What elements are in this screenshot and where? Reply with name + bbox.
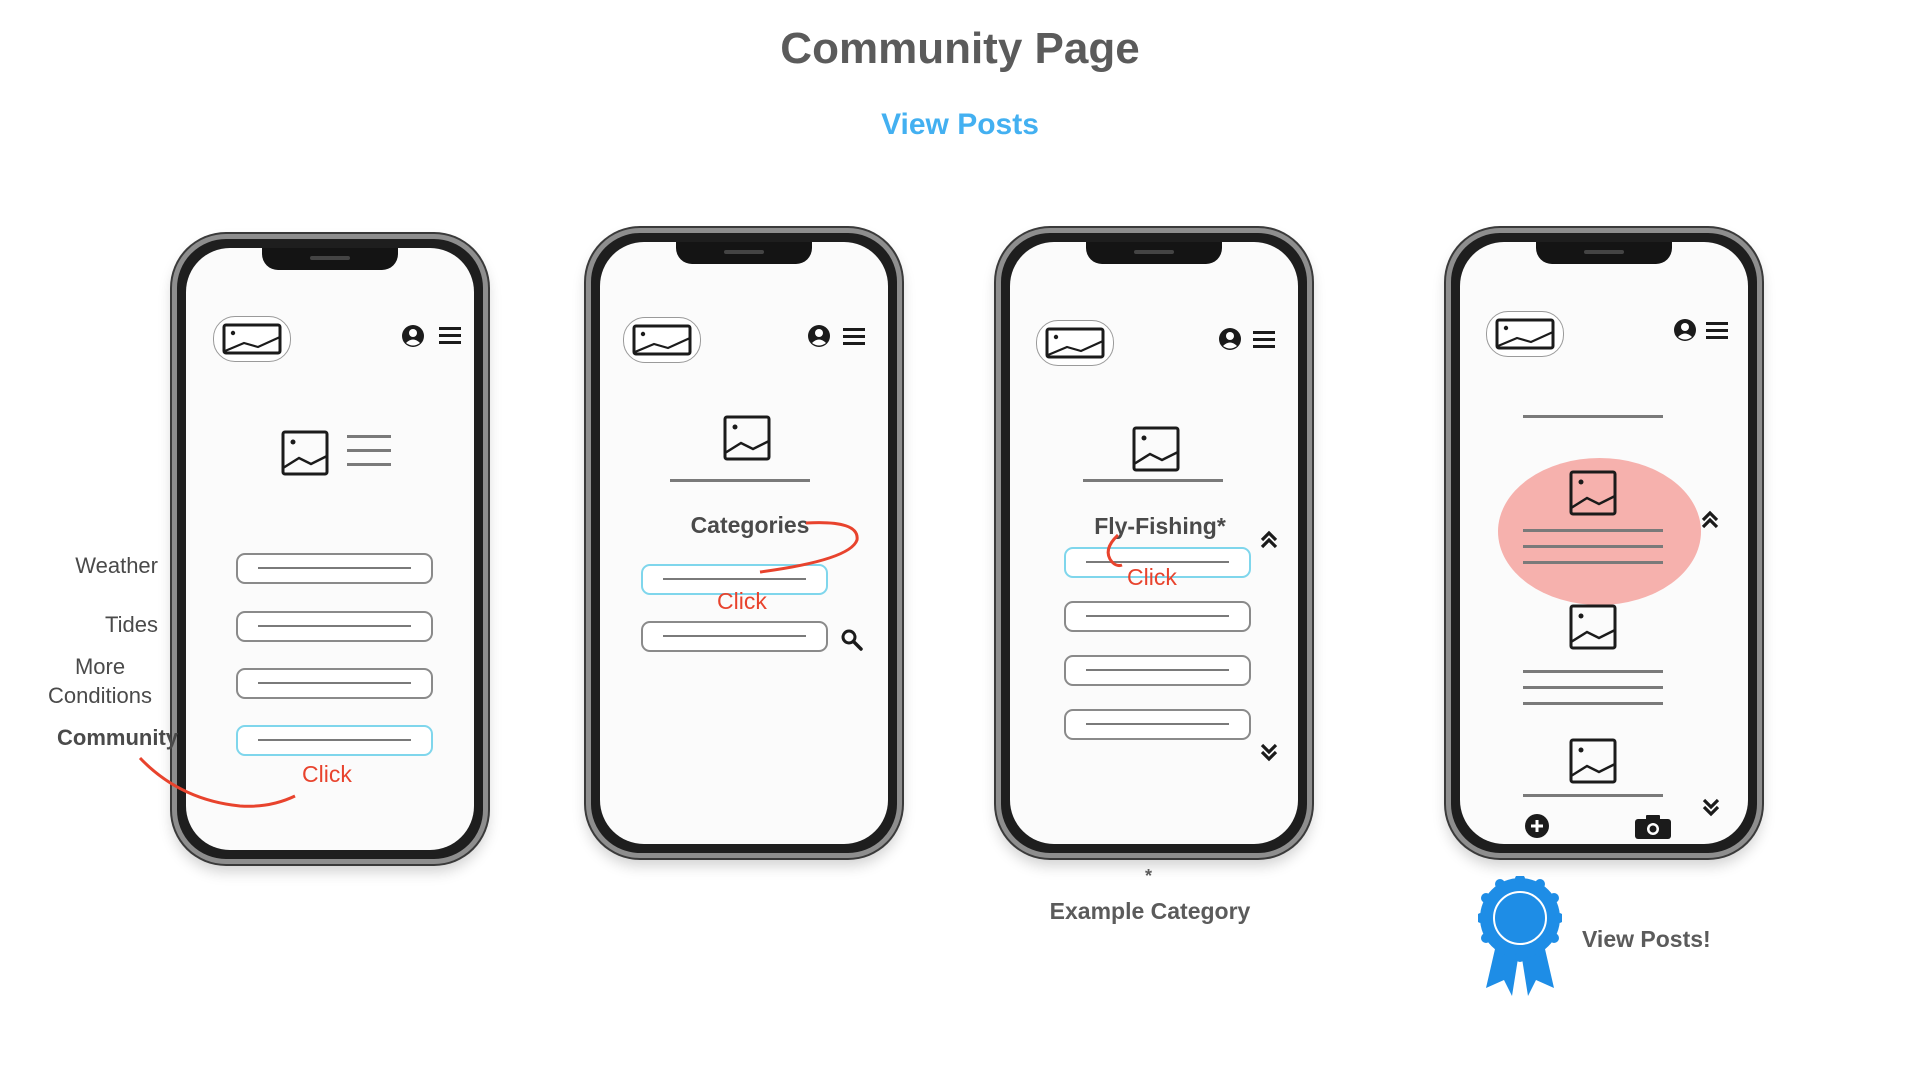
click-annotation: Click	[717, 588, 767, 614]
divider-line	[670, 479, 810, 482]
logo-image-icon[interactable]	[623, 317, 701, 363]
page-subtitle: View Posts	[881, 108, 1039, 141]
community-button[interactable]	[236, 725, 433, 756]
post-item[interactable]	[1064, 709, 1251, 740]
asterisk-note: *	[1145, 866, 1153, 886]
logo-image-icon[interactable]	[1486, 311, 1564, 357]
text-line	[1523, 529, 1663, 532]
text-line	[1523, 702, 1663, 705]
text-line	[1523, 670, 1663, 673]
text-line	[1523, 561, 1663, 564]
post-item[interactable]	[1064, 547, 1251, 578]
phone-categories: Categories	[586, 228, 902, 858]
chevron-double-up-icon[interactable]	[1700, 510, 1720, 530]
camera-icon[interactable]	[1634, 814, 1672, 840]
phone-home	[172, 234, 488, 864]
label-more-conditions: More Conditions	[48, 654, 152, 708]
account-icon[interactable]	[1673, 318, 1697, 342]
category-heading: Fly-Fishing*	[1094, 513, 1226, 539]
image-icon	[1569, 470, 1617, 516]
phone-notch	[1086, 242, 1222, 264]
more-conditions-button[interactable]	[236, 668, 433, 699]
text-line	[347, 449, 391, 452]
weather-button[interactable]	[236, 553, 433, 584]
label-community: Community	[57, 725, 178, 750]
phone-notch	[676, 242, 812, 264]
phone-home-screen	[186, 248, 474, 850]
hamburger-menu-icon[interactable]	[843, 328, 865, 346]
phone-posts-screen	[1460, 242, 1748, 844]
phone-category-screen: Fly-Fishing*	[1010, 242, 1298, 844]
logo-image-icon[interactable]	[1036, 320, 1114, 366]
tides-button[interactable]	[236, 611, 433, 642]
divider-line	[1523, 415, 1663, 418]
hamburger-menu-icon[interactable]	[1253, 331, 1275, 349]
category-item[interactable]	[641, 564, 828, 595]
logo-image-icon[interactable]	[213, 316, 291, 362]
phone-category: Fly-Fishing*	[996, 228, 1312, 858]
divider-line	[1523, 794, 1663, 797]
post-item[interactable]	[1064, 601, 1251, 632]
view-posts-caption: View Posts!	[1582, 926, 1711, 952]
chevron-double-down-icon[interactable]	[1701, 797, 1721, 817]
label-weather: Weather	[75, 553, 158, 578]
phone-notch	[1536, 242, 1672, 264]
divider-line	[1083, 479, 1223, 482]
hamburger-menu-icon[interactable]	[439, 327, 461, 345]
text-line	[1523, 545, 1663, 548]
image-icon	[1569, 738, 1617, 784]
example-category-caption: Example Category	[1049, 898, 1251, 924]
phone-notch	[262, 248, 398, 270]
hamburger-menu-icon[interactable]	[1706, 322, 1728, 340]
page-title: Community Page	[780, 24, 1140, 73]
search-icon[interactable]	[841, 629, 863, 651]
click-annotation: Click	[1127, 564, 1177, 590]
text-line	[347, 463, 391, 466]
post-item[interactable]	[1064, 655, 1251, 686]
categories-heading: Categories	[690, 512, 810, 538]
phone-posts	[1446, 228, 1762, 858]
click-annotation: Click	[302, 761, 352, 787]
label-tides: Tides	[105, 612, 158, 637]
category-item[interactable]	[641, 621, 828, 652]
image-icon	[1569, 604, 1617, 650]
award-ribbon-icon	[1478, 876, 1562, 996]
add-circle-icon[interactable]	[1524, 813, 1550, 839]
text-line	[347, 435, 391, 438]
phone-categories-screen: Categories	[600, 242, 888, 844]
text-line	[1523, 686, 1663, 689]
